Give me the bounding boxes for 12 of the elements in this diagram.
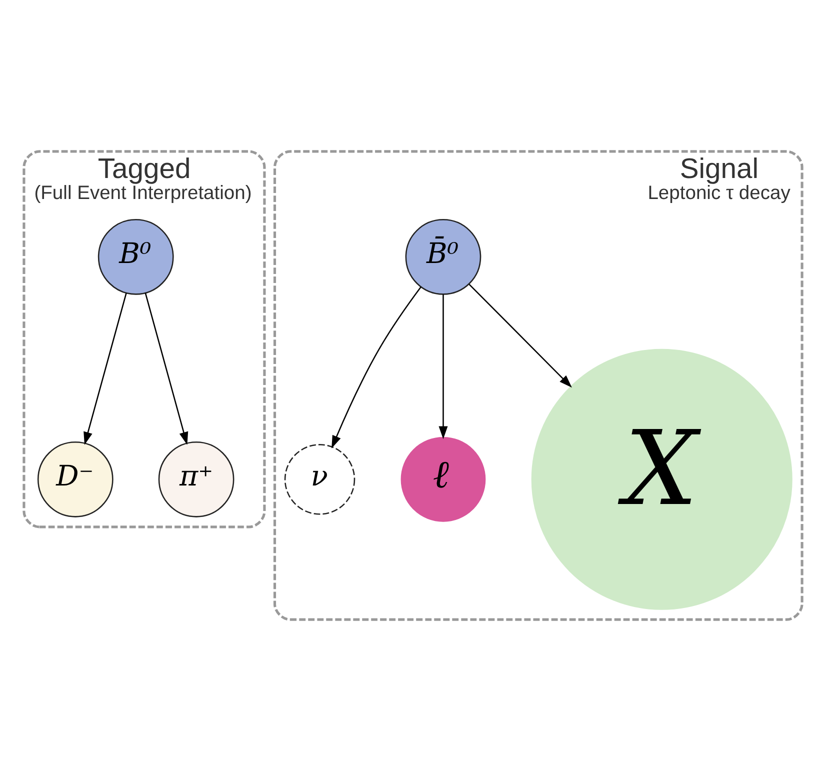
arrow xyxy=(438,294,448,439)
node-circle: X xyxy=(531,348,792,610)
node-circle: ℓ xyxy=(400,436,486,522)
node-circle: B⁰ xyxy=(98,218,174,294)
node-circle: ν xyxy=(284,444,356,514)
node-circle: D⁻ xyxy=(37,440,114,517)
arrow xyxy=(332,286,422,448)
arrow xyxy=(144,292,188,444)
node-circle: B̄⁰ xyxy=(405,218,482,294)
arrow xyxy=(84,292,127,444)
arrow xyxy=(468,283,572,388)
node-circle: π⁺ xyxy=(158,440,234,517)
